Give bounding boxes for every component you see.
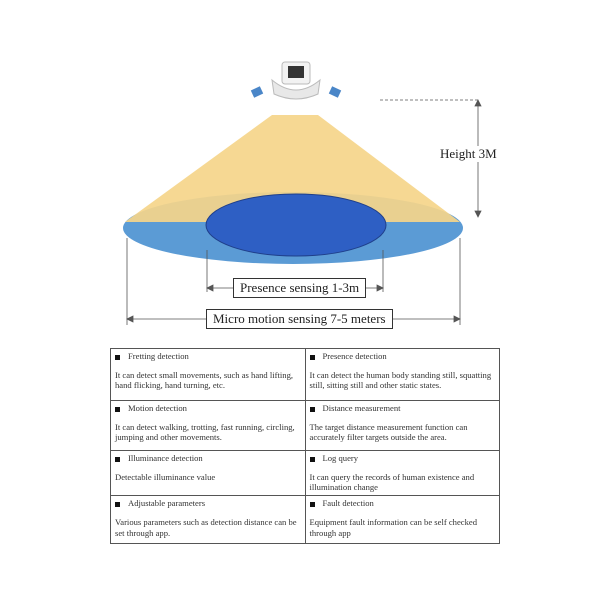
feature-desc: The target distance measurement function… xyxy=(309,421,468,443)
feature-table: Fretting detection It can detect small mo… xyxy=(110,348,500,545)
feature-desc: Various parameters such as detection dis… xyxy=(115,516,297,538)
feature-desc: It can query the records of human existe… xyxy=(309,471,475,493)
feature-cell: Presence detection It can detect the huma… xyxy=(304,348,500,401)
detection-diagram xyxy=(123,61,482,325)
feature-title: Fault detection xyxy=(322,498,374,509)
feature-cell: Motion detection It can detect walking, t… xyxy=(110,400,306,451)
micro-motion-range-label: Micro motion sensing 7-5 meters xyxy=(206,309,393,329)
feature-title: Fretting detection xyxy=(128,351,189,361)
feature-desc: It can detect small movements, such as h… xyxy=(115,369,294,391)
bullet-icon xyxy=(115,354,120,360)
bullet-icon xyxy=(309,501,315,507)
bullet-icon xyxy=(115,406,120,412)
feature-title: Adjustable parameters xyxy=(128,498,206,509)
feature-desc: Equipment fault information can be self … xyxy=(309,516,478,538)
bullet-icon xyxy=(115,501,120,507)
feature-title: Log query xyxy=(322,453,359,463)
feature-cell: Log query It can query the records of hum… xyxy=(304,449,500,497)
feature-title: Distance measurement xyxy=(322,403,401,413)
detection-cone xyxy=(125,115,460,222)
feature-title: Motion detection xyxy=(128,403,187,413)
presence-area xyxy=(205,193,387,257)
feature-desc: Detectable illuminance value xyxy=(115,471,216,482)
sensor-device-icon xyxy=(250,61,342,100)
bullet-icon xyxy=(309,456,315,462)
feature-desc: It can detect the human body standing st… xyxy=(309,369,492,391)
bullet-icon xyxy=(309,354,315,360)
bullet-icon xyxy=(115,456,120,462)
feature-cell: Fretting detection It can detect small mo… xyxy=(110,348,306,401)
height-label: Height 3M xyxy=(440,146,497,162)
feature-title: Presence detection xyxy=(322,351,387,361)
feature-title: Illuminance detection xyxy=(128,453,203,463)
bullet-icon xyxy=(309,406,315,412)
presence-range-label: Presence sensing 1-3m xyxy=(233,278,367,298)
feature-desc: It can detect walking, trotting, fast ru… xyxy=(115,421,295,443)
